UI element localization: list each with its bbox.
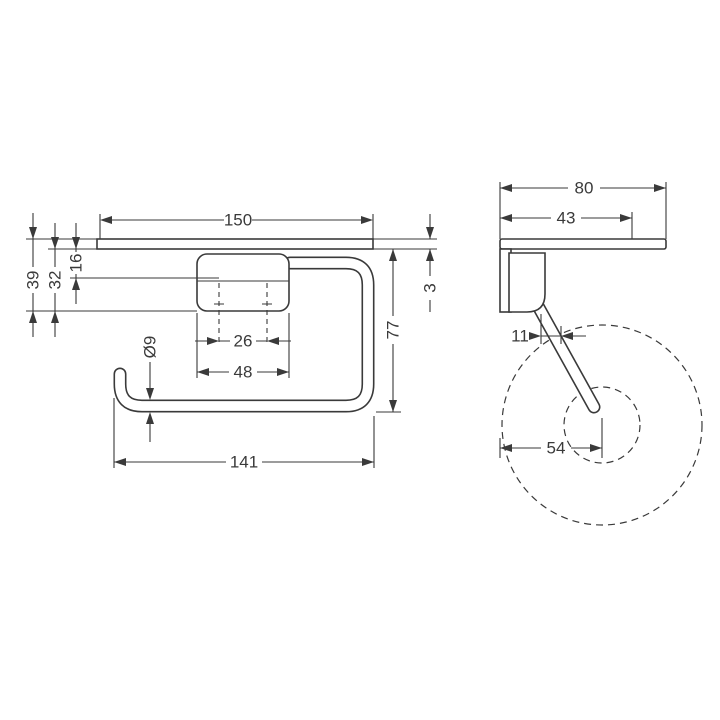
roll-bar-inner [115, 258, 373, 411]
dim-holder-width-label: 141 [230, 453, 258, 472]
dim-extension-lines [540, 314, 562, 344]
dim-holder-depth-label: 43 [557, 209, 576, 228]
dim-holder-depth: 43 [500, 209, 633, 239]
dim-front-gap: 11 [511, 314, 586, 346]
dim-shelf-to-plate-bottom-label: 32 [46, 271, 65, 290]
dim-shelf-to-screw: 16 [67, 223, 219, 304]
dim-drop-height-label: 77 [384, 321, 403, 340]
dim-holder-width: 141 [113, 398, 375, 472]
dim-arrowheads [529, 332, 573, 340]
dim-arrowheads [146, 388, 154, 424]
dim-shelf-to-plate-bottom: 32 [46, 223, 97, 337]
paper-roll-outline-circle [501, 324, 703, 526]
dim-front-gap-label: 11 [511, 327, 529, 346]
dim-lines [99, 214, 374, 239]
dim-arrowheads [426, 227, 434, 261]
dim-shelf-to-screw-label: 16 [67, 254, 86, 273]
dim-arrowheads [72, 237, 80, 290]
dim-roll-center-offset: 54 [499, 438, 602, 458]
dim-bar-diameter: Ø9 [141, 336, 160, 442]
dim-shelf-thickness-label: 3 [421, 283, 440, 292]
dim-roll-center-offset-label: 54 [547, 439, 566, 458]
dim-shelf-depth-label: 80 [575, 179, 594, 198]
front-view: 150 3 39 32 16 [24, 211, 440, 472]
dim-extension-lines [196, 313, 290, 378]
dim-arrowheads [500, 444, 602, 452]
dim-plate-width-label: 48 [234, 363, 253, 382]
dim-shelf-depth: 80 [499, 179, 667, 239]
shelf-front [96, 238, 374, 250]
dim-drop-height: 77 [376, 249, 403, 413]
screw-centerlines [218, 283, 268, 343]
dim-extension-lines [113, 398, 375, 468]
mounting-plate [196, 253, 290, 312]
bracket-cover-side [508, 252, 546, 313]
dim-shelf-thickness: 3 [421, 214, 440, 312]
shelf-edge-extension-lines [373, 238, 437, 250]
dim-plate-width: 48 [196, 313, 290, 382]
dim-bar-diameter-label: Ø9 [141, 336, 160, 359]
dim-shelf-width: 150 [99, 211, 374, 239]
side-view: 80 43 11 54 [499, 179, 703, 526]
dim-screw-spacing: 26 [195, 332, 291, 351]
dim-screw-spacing-label: 26 [234, 332, 253, 351]
dim-extension-lines [499, 182, 667, 239]
dim-shelf-width-label: 150 [224, 211, 252, 230]
shelf-side [499, 238, 667, 250]
dim-mount-overall-height-label: 39 [24, 271, 43, 290]
paper-roll-core-circle [563, 386, 641, 464]
